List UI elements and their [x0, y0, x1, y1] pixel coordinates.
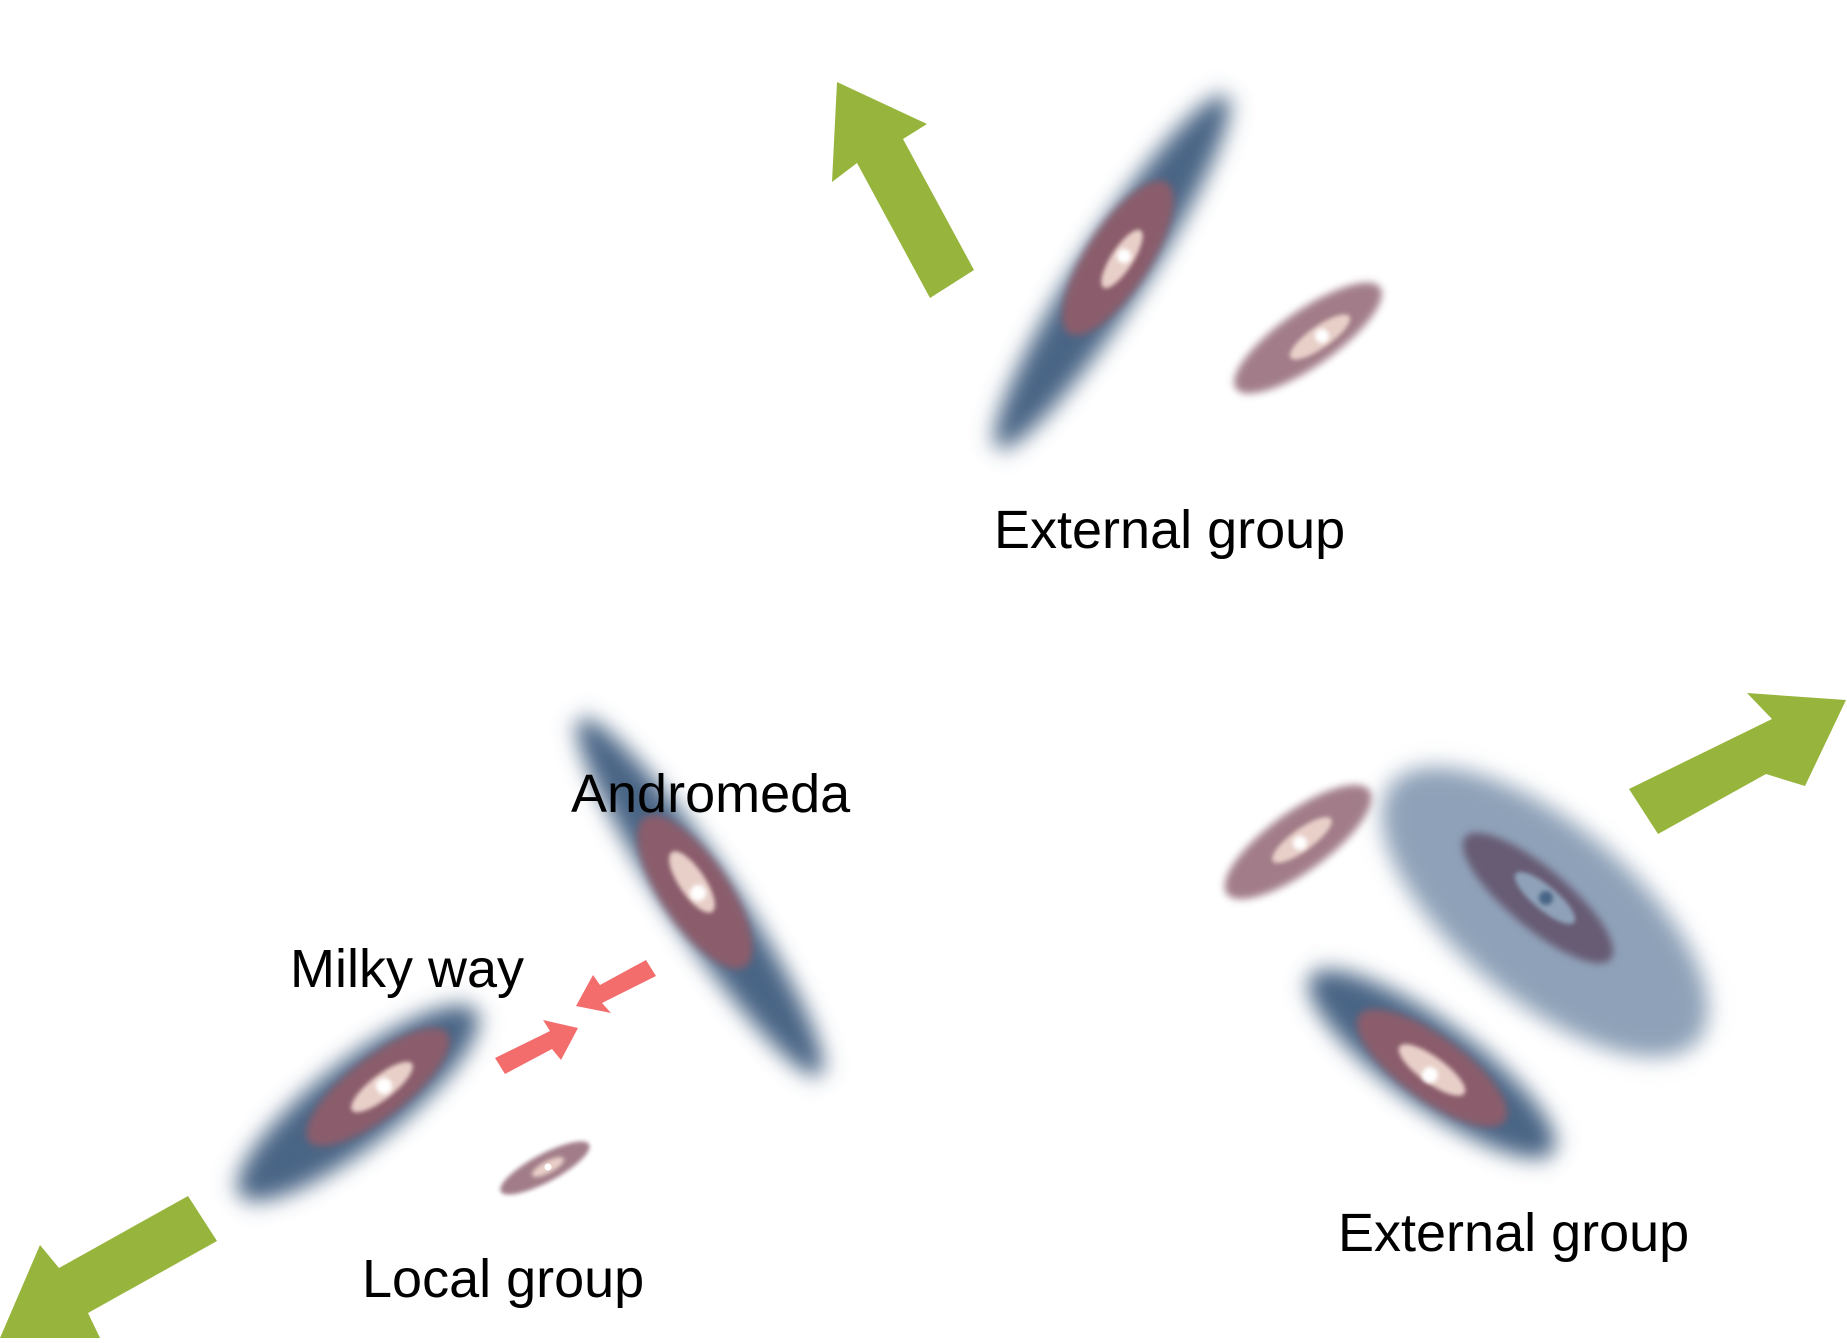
galaxy-right-large-diffuse	[1381, 766, 1709, 1058]
attraction-arrow-icon-left	[495, 1020, 578, 1074]
galaxy-top-small	[1234, 282, 1382, 394]
expansion-arrow-icon-right	[1629, 693, 1846, 834]
galaxy-right-lower	[1308, 969, 1556, 1159]
galaxy-right-small	[1224, 784, 1372, 900]
attraction-arrow-icon-right	[576, 960, 656, 1013]
expansion-arrow-icon-bottom-left	[0, 1196, 217, 1338]
galaxy-top-large	[994, 94, 1230, 450]
label-external-group-right: External group	[1338, 1203, 1690, 1263]
label-andromeda: Andromeda	[571, 764, 851, 824]
label-milky-way: Milky way	[290, 939, 525, 999]
label-external-group-top: External group	[994, 500, 1346, 560]
galaxy-local-small	[500, 1141, 590, 1195]
galaxy-andromeda	[576, 717, 824, 1077]
label-local-group: Local group	[362, 1249, 645, 1309]
galaxy-milky-way	[237, 1004, 479, 1202]
expansion-arrow-icon-top	[832, 82, 974, 298]
